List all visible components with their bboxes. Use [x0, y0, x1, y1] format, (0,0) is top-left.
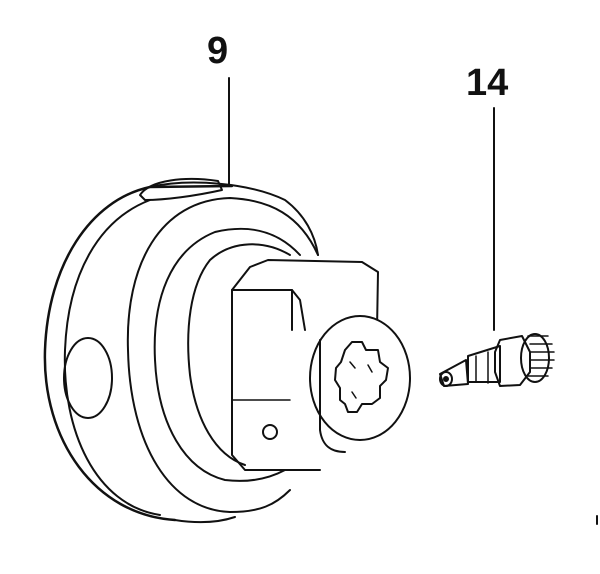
hole-boss	[262, 424, 278, 440]
hole-top	[139, 177, 223, 201]
spline-bore	[334, 341, 389, 413]
callout-part-14: 14	[466, 62, 509, 104]
hole-side	[63, 337, 113, 419]
part-9-coupling	[43, 177, 411, 524]
callout-part-9: 9	[207, 30, 229, 72]
part-14-grease-fitting	[439, 333, 555, 387]
